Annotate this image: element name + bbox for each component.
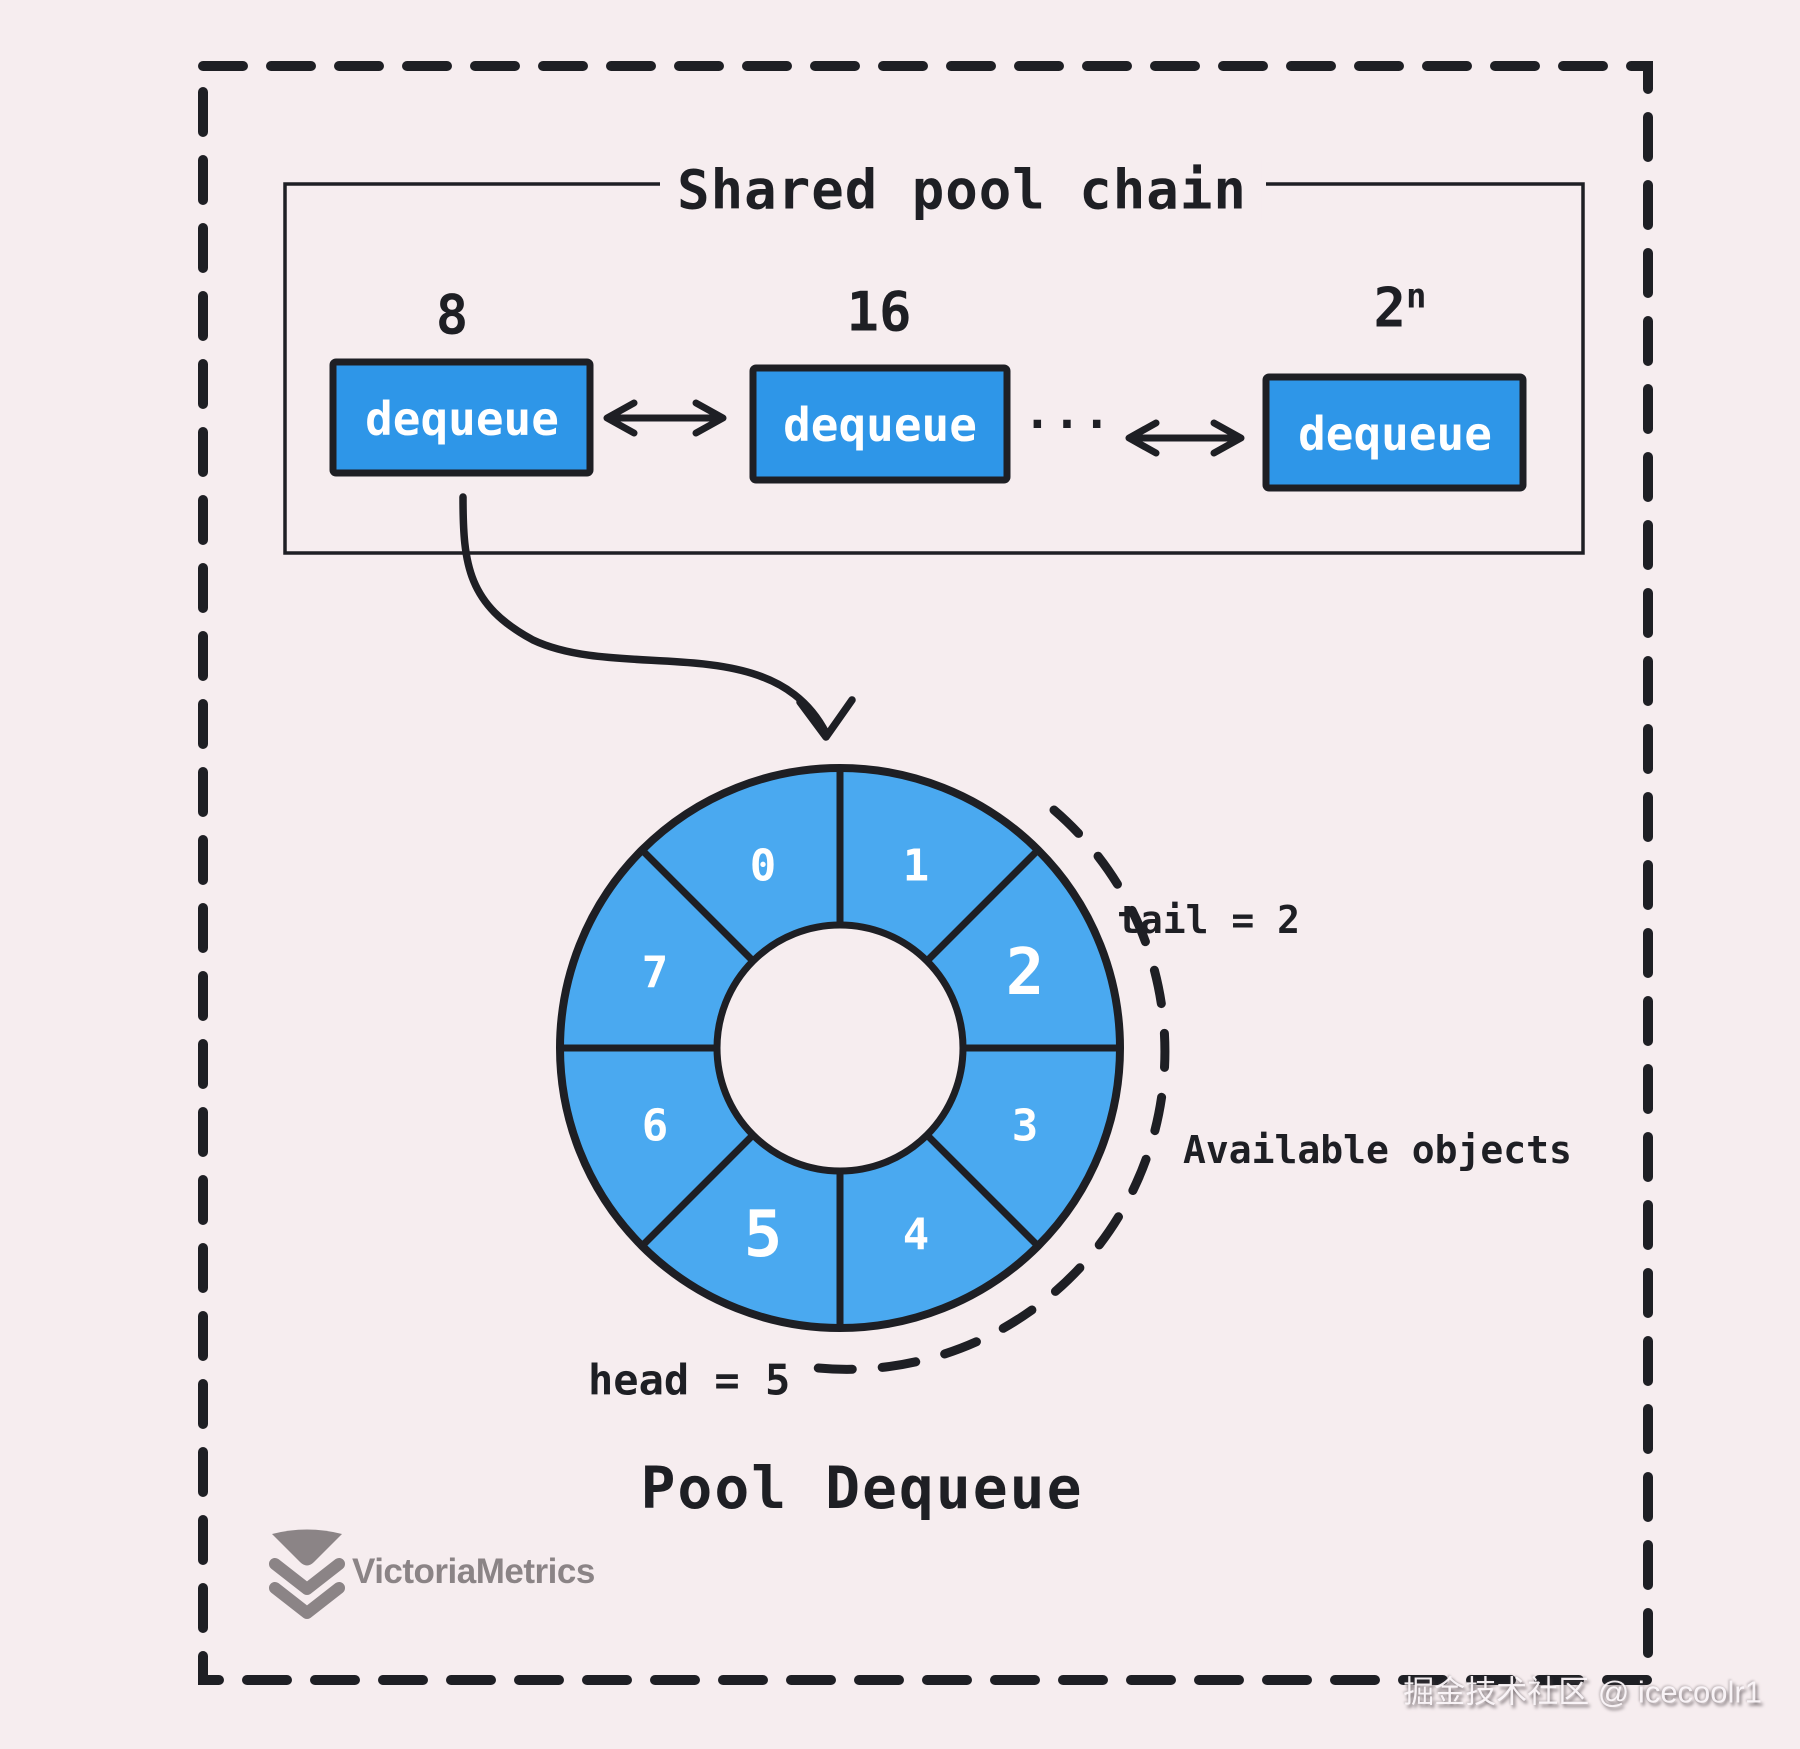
ring-segment-3: 3 [1011,1100,1039,1152]
dequeue-box-8 [329,358,594,477]
chain-size-label-8: 8 [435,283,469,347]
dequeue-box-label: dequeue [783,398,977,452]
ring-inner-circle [713,921,967,1175]
head-pointer-label: head = 5 [588,1355,791,1405]
victoriametrics-logo-icon [269,1529,345,1619]
dequeue-box-label: dequeue [365,392,559,446]
ring-buffer [556,764,1124,1332]
chain-title: Shared pool chain [663,158,1261,222]
chain-size-label-2n: 2n [1374,277,1427,340]
outer-dashed-border [198,61,1653,1685]
available-objects-label: Available objects [1183,1128,1572,1172]
available-objects-arc [796,805,1170,1374]
double-arrow-icon [1125,419,1245,457]
curved-arrow-icon [459,493,856,741]
ring-segment-7: 7 [641,947,669,999]
ring-segment-1: 1 [902,840,930,892]
ring-segment-5: 5 [743,1198,783,1272]
ring-segment-0: 0 [749,840,777,892]
chain-ellipsis: ··· [1023,397,1113,451]
chain-size-exponent: n [1406,276,1427,317]
ring-segment-4: 4 [902,1209,930,1261]
watermark: 掘金技术社区 @ icecoolr1 [1403,1674,1762,1710]
dequeue-box-2n [1262,373,1527,492]
double-arrow-icon [603,399,727,437]
ring-segment-2: 2 [1005,936,1045,1010]
ring-segment-6: 6 [641,1100,669,1152]
chain-size-base: 2 [1373,276,1407,340]
dequeue-box-label: dequeue [1298,407,1492,461]
brand-name: VictoriaMetrics [352,1552,595,1591]
chain-box-border [283,182,1585,555]
tail-pointer-label: tail = 2 [1117,898,1301,942]
dequeue-box-16 [749,364,1011,484]
diagram-caption: Pool Dequeue [640,1454,1084,1522]
chain-size-label-16: 16 [846,280,912,344]
